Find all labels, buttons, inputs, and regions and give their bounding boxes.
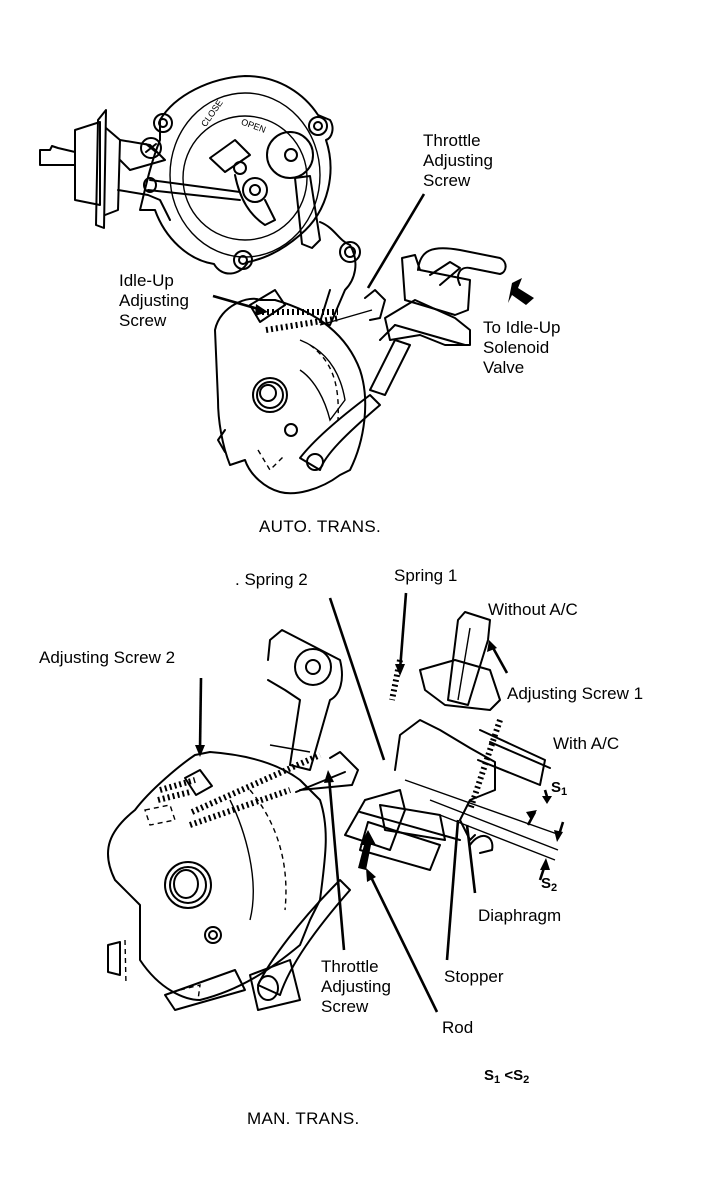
label-throttle-adjusting-screw-bottom: Throttle Adjusting Screw [321, 957, 391, 1016]
idle-up-linkage [214, 221, 386, 495]
label-adjusting-screw-2: Adjusting Screw 2 [39, 648, 176, 667]
label-spring-2: . Spring 2 [235, 570, 308, 589]
label-throttle-adjusting-screw-top: Throttle Adjusting Screw [423, 131, 493, 190]
leader-throttle-screw-top [366, 193, 426, 289]
idle-up-diaphragm [369, 247, 534, 396]
caption-auto-trans: AUTO. TRANS. [259, 517, 381, 536]
label-spring-1: Spring 1 [394, 566, 458, 585]
label-s2: S2 [541, 875, 558, 894]
leaders-bottom [195, 592, 509, 1013]
label-adjusting-screw-1: Adjusting Screw 1 [507, 684, 644, 703]
caption-man-trans: MAN. TRANS. [247, 1109, 360, 1128]
label-with-ac: With A/C [553, 734, 620, 753]
label-idle-up-adjusting-screw: Idle-Up Adjusting Screw [119, 271, 189, 330]
label-rod: Rod [442, 1018, 474, 1037]
label-without-ac: Without A/C [488, 600, 578, 619]
leader-idle-up-screw [212, 294, 263, 312]
dashpot-actuator [39, 109, 171, 229]
label-to-idle-up-solenoid-valve: To Idle-Up Solenoid Valve [483, 318, 561, 377]
label-diaphragm: Diaphragm [478, 906, 562, 925]
man-trans-assembly [106, 611, 565, 1011]
s1-less-than-s2: S1 <S2 [484, 1067, 530, 1086]
label-stopper: Stopper [444, 967, 504, 986]
auto-trans-assembly [39, 75, 534, 495]
label-s1: S1 [551, 779, 568, 798]
throttle-body-housing [139, 75, 334, 275]
